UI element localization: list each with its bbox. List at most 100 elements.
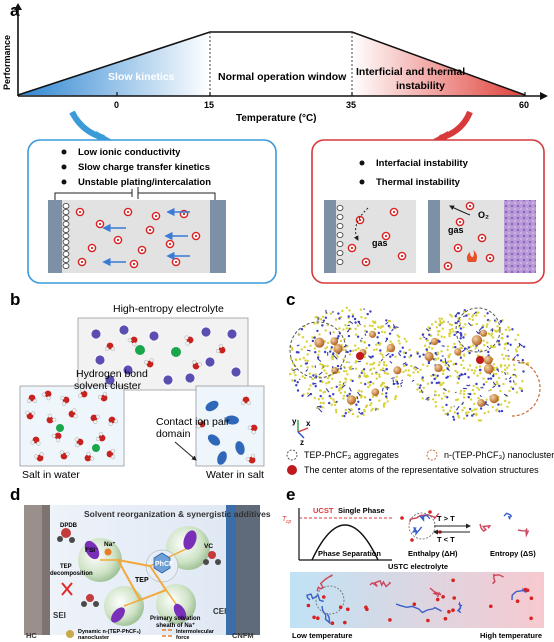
cnfm-label: CNFM bbox=[232, 631, 254, 640]
water-in-salt-label: Water in salt bbox=[206, 469, 264, 481]
contact-ion-pair bbox=[235, 441, 245, 455]
dpdb-label: DPDB bbox=[60, 523, 78, 529]
md-atom bbox=[356, 415, 360, 418]
md-atom bbox=[447, 354, 450, 358]
plated-deposit bbox=[62, 227, 70, 233]
md-bond bbox=[402, 362, 407, 365]
md-atom bbox=[366, 312, 369, 316]
na-label: Na⁺ bbox=[104, 541, 116, 548]
md-bond bbox=[467, 384, 471, 387]
md-atom bbox=[426, 364, 429, 368]
md-atom bbox=[428, 333, 431, 336]
md-atom bbox=[471, 318, 474, 322]
hydrogen-atom bbox=[61, 401, 66, 406]
md-atom bbox=[444, 363, 447, 367]
md-atom bbox=[338, 317, 341, 320]
md-atom bbox=[514, 348, 518, 351]
md-atom bbox=[462, 366, 465, 370]
md-atom bbox=[382, 382, 385, 385]
md-atom bbox=[423, 344, 427, 347]
md-atom bbox=[485, 398, 488, 401]
md-atom bbox=[442, 320, 445, 323]
md-atom bbox=[498, 410, 501, 413]
na-sphere bbox=[471, 335, 483, 346]
md-atom bbox=[437, 394, 441, 397]
md-atom bbox=[460, 363, 463, 367]
md-bond bbox=[455, 311, 459, 317]
md-atom bbox=[497, 403, 500, 406]
md-atom bbox=[462, 353, 466, 356]
md-atom bbox=[512, 363, 516, 367]
md-atom bbox=[336, 364, 340, 368]
hydrogen-atom bbox=[96, 414, 101, 419]
md-atom bbox=[312, 382, 315, 385]
md-atom bbox=[401, 346, 404, 349]
md-atom bbox=[383, 331, 387, 334]
md-atom bbox=[309, 344, 312, 347]
anion bbox=[162, 374, 174, 386]
md-atom bbox=[463, 333, 467, 336]
md-atom bbox=[487, 410, 490, 413]
na-sphere bbox=[434, 363, 443, 373]
na-ion bbox=[322, 595, 326, 599]
aggregate-circle-2 bbox=[455, 307, 501, 353]
md-atom bbox=[418, 355, 421, 358]
md-atom bbox=[455, 398, 458, 402]
hydrogen-atom bbox=[59, 450, 64, 455]
md-atom bbox=[349, 367, 352, 370]
hydrogen-atom bbox=[36, 441, 41, 446]
polymer-chain bbox=[511, 587, 527, 601]
md-bond bbox=[314, 382, 317, 385]
md-atom bbox=[365, 346, 368, 350]
md-atom bbox=[474, 369, 477, 372]
md-bond bbox=[441, 345, 445, 347]
md-atom bbox=[378, 375, 381, 378]
low-anode bbox=[48, 200, 62, 273]
md-atom bbox=[427, 326, 430, 329]
md-atom bbox=[453, 411, 457, 414]
md-bond bbox=[385, 322, 389, 325]
hbond-label-2: solvent cluster bbox=[74, 380, 142, 392]
md-atom bbox=[347, 411, 350, 414]
md-atom bbox=[404, 369, 407, 372]
md-atom bbox=[419, 384, 422, 387]
phcf-label: PhCF bbox=[155, 561, 174, 568]
md-atom bbox=[378, 399, 381, 402]
tcp-axis-sub: cp bbox=[286, 519, 292, 525]
md-atom bbox=[318, 333, 321, 336]
md-atom bbox=[498, 384, 501, 388]
md-atom bbox=[495, 408, 499, 411]
panel-b: b High-entropy electrolyte Hydrogen bond… bbox=[10, 290, 265, 481]
md-atom bbox=[434, 357, 437, 360]
hydrogen-atom bbox=[86, 451, 91, 456]
hydrogen-atom bbox=[245, 456, 250, 461]
md-bond bbox=[492, 385, 496, 388]
md-atom bbox=[333, 403, 337, 407]
md-atom bbox=[298, 333, 301, 336]
md-atom bbox=[471, 388, 475, 392]
md-atom bbox=[319, 318, 322, 321]
md-atom bbox=[378, 343, 381, 346]
md-atom bbox=[291, 379, 294, 382]
md-bond bbox=[411, 379, 415, 382]
salt-in-water-molecules bbox=[25, 388, 119, 462]
na-sphere bbox=[477, 399, 486, 407]
panel-c: c y x z TEP-PhCF₃ aggregates n-(TEP-PhCF… bbox=[286, 290, 554, 475]
na-ion bbox=[529, 596, 534, 600]
md-atom bbox=[378, 373, 381, 376]
md-atom bbox=[434, 390, 437, 393]
plated-deposit bbox=[62, 203, 70, 209]
md-atom bbox=[325, 372, 328, 375]
md-atom bbox=[500, 403, 503, 406]
md-atom bbox=[409, 354, 413, 357]
md-atom bbox=[341, 384, 344, 387]
hydrogen-atom bbox=[192, 360, 197, 365]
md-atom bbox=[363, 395, 366, 399]
t-greater-label: T > T bbox=[437, 514, 455, 523]
anion bbox=[200, 326, 212, 338]
md-bond bbox=[478, 327, 483, 331]
md-atom bbox=[451, 327, 454, 331]
md-atom bbox=[296, 389, 300, 392]
na-ion-core bbox=[358, 218, 362, 222]
md-atom bbox=[376, 336, 379, 339]
